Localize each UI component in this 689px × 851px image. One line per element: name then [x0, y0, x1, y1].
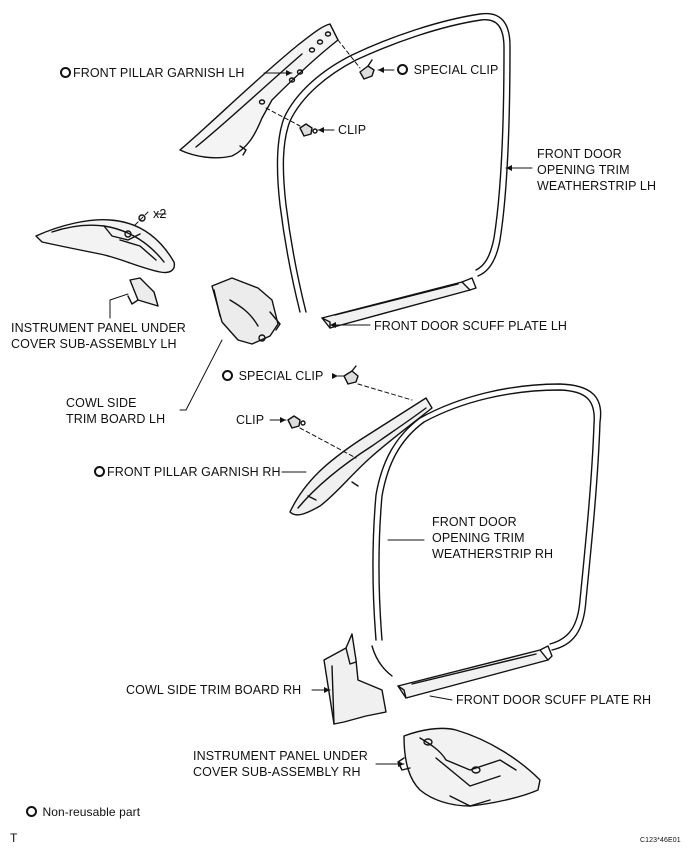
label-cowl-side-lh: COWL SIDE TRIM BOARD LH	[66, 396, 166, 426]
weatherstrip-lh-drawing	[276, 12, 511, 313]
label-ip-under-cover-lh: INSTRUMENT PANEL UNDER COVER SUB-ASSEMBL…	[11, 321, 186, 351]
ring-icon	[60, 67, 71, 78]
front-pillar-garnish-lh-drawing	[179, 23, 339, 159]
ip-under-cover-lh-drawing	[35, 214, 176, 307]
label-special-clip-mid: SPECIAL CLIP	[222, 368, 323, 384]
label-weatherstrip-rh: FRONT DOOR OPENING TRIM WEATHERSTRIP RH	[432, 515, 554, 561]
label-x2: x2	[153, 207, 167, 221]
label-ip-under-cover-rh: INSTRUMENT PANEL UNDER COVER SUB-ASSEMBL…	[193, 749, 368, 779]
cowl-side-trim-board-lh-drawing	[211, 277, 281, 345]
cowl-side-trim-board-rh-drawing	[323, 633, 387, 725]
scuff-plate-rh-drawing	[397, 645, 553, 699]
figure-code: C123*46E01	[640, 837, 681, 844]
ip-under-cover-rh-drawing	[397, 727, 541, 807]
ring-icon	[397, 64, 408, 75]
ring-icon	[26, 806, 37, 817]
front-pillar-garnish-rh-drawing	[289, 397, 433, 516]
ring-icon	[222, 370, 233, 381]
corner-letter: T	[10, 831, 18, 845]
clip-top-drawing	[299, 123, 318, 137]
ring-icon	[94, 466, 105, 477]
scuff-plate-lh-drawing	[321, 277, 477, 329]
label-scuff-plate-lh: FRONT DOOR SCUFF PLATE LH	[374, 319, 568, 333]
label-front-pillar-garnish-rh: FRONT PILLAR GARNISH RH	[94, 464, 281, 480]
label-cowl-side-rh: COWL SIDE TRIM BOARD RH	[126, 683, 302, 697]
legend-non-reusable: Non-reusable part	[26, 804, 140, 820]
label-clip-top: CLIP	[338, 123, 367, 137]
special-clip-mid-drawing	[343, 365, 359, 385]
label-weatherstrip-lh: FRONT DOOR OPENING TRIM WEATHERSTRIP LH	[537, 147, 657, 193]
weatherstrip-rh-drawing	[371, 383, 602, 677]
label-scuff-plate-rh: FRONT DOOR SCUFF PLATE RH	[456, 693, 652, 707]
label-front-pillar-garnish-lh: FRONT PILLAR GARNISH LH	[60, 65, 245, 81]
clip-mid-drawing	[287, 415, 306, 429]
special-clip-top-drawing	[359, 59, 375, 80]
label-clip-mid: CLIP	[236, 413, 265, 427]
label-special-clip-top: SPECIAL CLIP	[397, 62, 498, 78]
